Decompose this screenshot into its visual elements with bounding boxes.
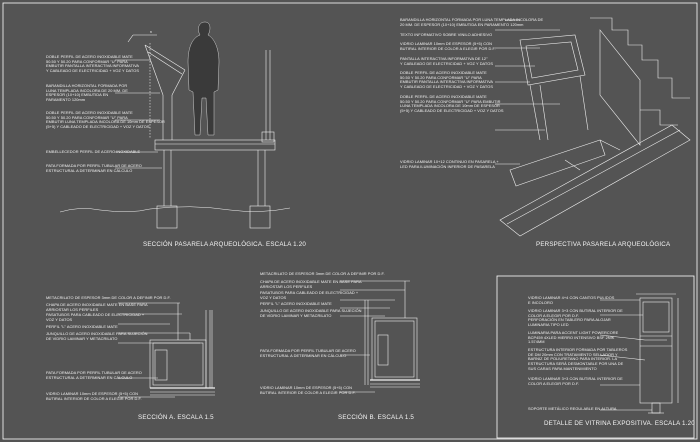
section-a-note-3: PASATUBOS PARA CABLEADO DE ELECTRICIDAD … <box>46 312 145 322</box>
section-a-drawing <box>118 302 215 398</box>
section-main-drawing <box>59 21 291 229</box>
section-main-note-3: DOBLE PERFIL DE ACERO INOXIDABLE MATE 50… <box>46 110 165 130</box>
perspective-note-3: VIDRIO LAMINAR 10mm DE ESPESOR (5+5) CON… <box>400 41 496 51</box>
caption-section-main: SECCIÓN PASARELA ARQUEOLÓGICA. ESCALA 1.… <box>143 241 307 248</box>
section-b-note-1: METACRILATO DE ESPESOR 3mm DE COLOR A DE… <box>260 271 385 276</box>
section-a-note-7: VIDRIO LAMINAR 10mm DE ESPESOR (5+5) CON… <box>46 391 142 401</box>
caption-vitrina: DETALLE DE VITRINA EXPOSITIVA. ESCALA 1.… <box>544 420 695 427</box>
perspective-note-7: VIDRIO LAMINAR 10+12 CONTINUO EN PASAREL… <box>400 159 499 169</box>
section-a-note-5: JUNQUILLO DE ACERO INOXIDABLE PARA SUJEC… <box>46 331 148 341</box>
vitrina-note-4: ESTRUCTURA INTERIOR FORMADA POR TABLEROS… <box>528 347 628 371</box>
perspective-drawing <box>495 17 691 237</box>
caption-section-b: SECCIÓN B. ESCALA 1.5 <box>338 414 415 421</box>
vitrina-frame <box>496 275 695 439</box>
section-b-note-2: CHAPA DE ACERO INOXIDABLE MATE EN BASE P… <box>260 279 362 289</box>
perspective-note-4: PANTALLA INTERACTIVA INFORMATIVA DE 12" … <box>400 56 493 66</box>
section-b-note-7: VIDRIO LAMINAR 10mm DE ESPESOR (5+5) CON… <box>260 385 356 395</box>
caption-section-a: SECCIÓN A. ESCALA 1.5 <box>138 414 214 421</box>
vitrina-note-1: VIDRIO LAMINAR 4+4 CON CANTOS PULIDOS E … <box>528 295 615 305</box>
section-main-note-2: BARANDILLA HORIZONTAL FORMADA POR LUNA T… <box>46 83 128 103</box>
perspective-note-2: TEXTO INFORMATIVO SOBRE VINILO ADHESIVO <box>400 32 493 37</box>
perspective-note-6: DOBLE PERFIL DE ACERO INOXIDABLE MATE 50… <box>400 94 504 114</box>
vitrina-note-6: SOPORTE METÁLICO REGULABLE EN ALTURA <box>528 406 617 411</box>
perspective-note-1: BARANDILLA HORIZONTAL FORMADA POR LUNA T… <box>400 17 544 27</box>
vitrina-note-2: VIDRIO LAMINAR 3+3 CON BUTIRAL INTERIOR … <box>528 308 623 328</box>
section-main-note-4: EMBELLECEDOR PERFIL DE ACERO INOXIDABLE <box>46 149 141 154</box>
section-a-note-1: METACRILATO DE ESPESOR 3mm DE COLOR A DE… <box>46 295 171 300</box>
section-b-note-6: PATA FORMADA POR PERFIL TUBULAR DE ACERO… <box>260 348 356 358</box>
caption-perspective: PERSPECTIVA PASARELA ARQUEOLÓGICA <box>536 241 671 248</box>
section-main-note-1: DOBLE PERFIL DE ACERO INOXIDABLE MATE 50… <box>46 54 140 74</box>
cut-label-b: B <box>150 30 153 34</box>
section-b-note-4: PERFIL "L" ACERO INOXIDABLE MATE <box>260 301 332 306</box>
section-b-note-5: JUNQUILLO DE ACERO INOXIDABLE PARA SUJEC… <box>260 308 362 318</box>
section-b-note-3: PASATUBOS PARA CABLEADO DE ELECTRICIDAD … <box>260 290 359 300</box>
section-b-drawing <box>340 280 420 393</box>
section-a-note-2: CHAPA DE ACERO INOXIDABLE MATE EN BASE P… <box>46 302 148 312</box>
vitrina-drawing <box>599 293 679 414</box>
vitrina-note-5: VIDRIO LAMINAR 3+3 CON BUTIRAL INTERIOR … <box>528 376 623 386</box>
vitrina-note-3: LUMINARIA PARA ACCENT LIGHT POWERCORE BC… <box>528 330 619 345</box>
section-main-note-5: PATA FORMADA POR PERFIL TUBULAR DE ACERO… <box>46 163 142 173</box>
section-a-note-4: PERFIL "L" ACERO INOXIDABLE MATE <box>46 324 118 329</box>
perspective-note-5: DOBLE PERFIL DE ACERO INOXIDABLE MATE 50… <box>400 70 494 90</box>
section-a-note-6: PATA FORMADA POR PERFIL TUBULAR DE ACERO… <box>46 370 142 380</box>
